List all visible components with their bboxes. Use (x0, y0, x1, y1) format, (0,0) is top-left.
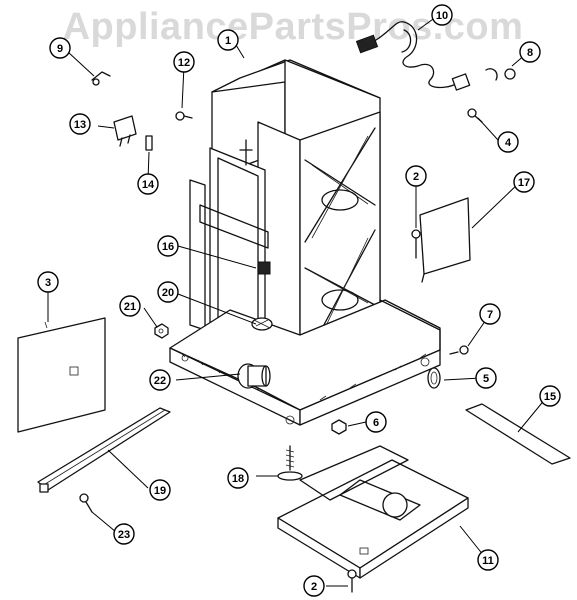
callout-10[interactable]: 10 (431, 4, 453, 26)
callout-5[interactable]: 5 (475, 367, 497, 389)
callout-9[interactable]: 9 (49, 37, 71, 59)
part-6-nut[interactable] (331, 419, 347, 435)
callout-16[interactable]: 16 (157, 235, 179, 257)
cabinet-frame[interactable] (169, 59, 441, 426)
callout-18-label: 18 (232, 473, 244, 485)
callout-7[interactable]: 7 (479, 303, 501, 325)
part-9-wire-clip[interactable] (91, 71, 111, 86)
callout-11[interactable]: 11 (477, 549, 499, 571)
callout-23-label: 23 (118, 529, 130, 541)
callout-12-label: 12 (178, 57, 190, 69)
callout-4[interactable]: 4 (497, 131, 519, 153)
callout-16-label: 16 (162, 241, 174, 253)
part-17-bracket[interactable] (419, 197, 471, 283)
callout-22[interactable]: 22 (149, 369, 171, 391)
callout-2-upper-label: 2 (413, 171, 419, 183)
part-20-connector[interactable] (251, 317, 273, 331)
part-15-strip[interactable] (465, 403, 571, 465)
callout-8[interactable]: 8 (519, 41, 541, 63)
part-3-side-panel[interactable] (17, 317, 106, 433)
callout-6-label: 6 (373, 417, 379, 429)
part-23-screw[interactable] (79, 493, 93, 513)
part-18-leveling-foot[interactable] (277, 445, 303, 481)
part-8-grommet[interactable] (485, 68, 516, 81)
callout-19-label: 19 (154, 485, 166, 497)
callout-12[interactable]: 12 (173, 51, 195, 73)
callout-18[interactable]: 18 (227, 467, 249, 489)
callout-20-label: 20 (162, 287, 174, 299)
part-21-nut[interactable] (154, 323, 169, 339)
callout-17[interactable]: 17 (513, 171, 535, 193)
part-7-screw[interactable] (449, 345, 469, 355)
callout-22-label: 22 (154, 375, 166, 387)
part-5-clamp[interactable] (427, 367, 441, 389)
callout-15-label: 15 (544, 391, 556, 403)
part-12-screw[interactable] (175, 111, 193, 121)
callout-3[interactable]: 3 (37, 271, 59, 293)
callout-17-label: 17 (518, 177, 530, 189)
callout-3-label: 3 (45, 277, 51, 289)
callout-1-label: 1 (225, 35, 231, 47)
part-14-clip[interactable] (145, 135, 153, 151)
callout-13-label: 13 (74, 119, 86, 131)
part-2-screw-upper[interactable] (411, 229, 421, 259)
callout-6[interactable]: 6 (365, 411, 387, 433)
callout-2-lower-label: 2 (311, 581, 317, 593)
callout-2-lower[interactable]: 2 (303, 575, 325, 597)
part-19-rail[interactable] (37, 407, 171, 493)
callout-5-label: 5 (483, 373, 489, 385)
callout-21-label: 21 (124, 301, 136, 313)
callout-15[interactable]: 15 (539, 385, 561, 407)
part-2-screw-lower[interactable] (347, 569, 357, 593)
part-10-power-cord[interactable] (355, 21, 471, 91)
callout-13[interactable]: 13 (69, 113, 91, 135)
callout-19[interactable]: 19 (149, 479, 171, 501)
callout-21[interactable]: 21 (119, 295, 141, 317)
callout-7-label: 7 (487, 309, 493, 321)
callout-23[interactable]: 23 (113, 523, 135, 545)
part-11-base-pan[interactable] (277, 445, 469, 579)
part-22-motor[interactable] (237, 363, 271, 389)
callout-14-label: 14 (142, 179, 155, 191)
callout-1[interactable]: 1 (217, 29, 239, 51)
callout-9-label: 9 (57, 43, 63, 55)
callout-4-label: 4 (505, 137, 512, 149)
callout-11-label: 11 (482, 555, 494, 567)
part-13-switch[interactable] (113, 115, 137, 147)
callout-20[interactable]: 20 (157, 281, 179, 303)
callout-10-label: 10 (436, 10, 448, 22)
part-16-switch[interactable] (257, 261, 271, 275)
callout-14[interactable]: 14 (137, 173, 159, 195)
callout-2-upper[interactable]: 2 (405, 165, 427, 187)
callout-8-label: 8 (527, 47, 533, 59)
